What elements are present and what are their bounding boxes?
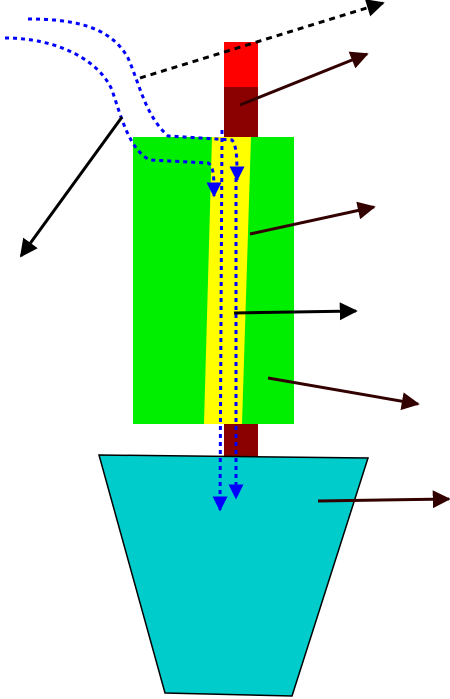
yellow-band	[204, 137, 251, 424]
cyan-trough	[98, 454, 370, 697]
pointer-arrow-block-lower	[267, 376, 420, 411]
dashed-arrow-top	[139, 0, 385, 80]
rod-top-segment	[224, 42, 258, 87]
pointer-arrow-block-upper	[249, 201, 376, 236]
diagonal-arrow-left	[19, 116, 124, 258]
dotted-flow-path-lower	[4, 36, 222, 198]
pointer-arrow-band	[233, 302, 358, 321]
pointer-arrow-rod	[239, 51, 369, 107]
pointer-arrow-trough	[317, 490, 450, 509]
